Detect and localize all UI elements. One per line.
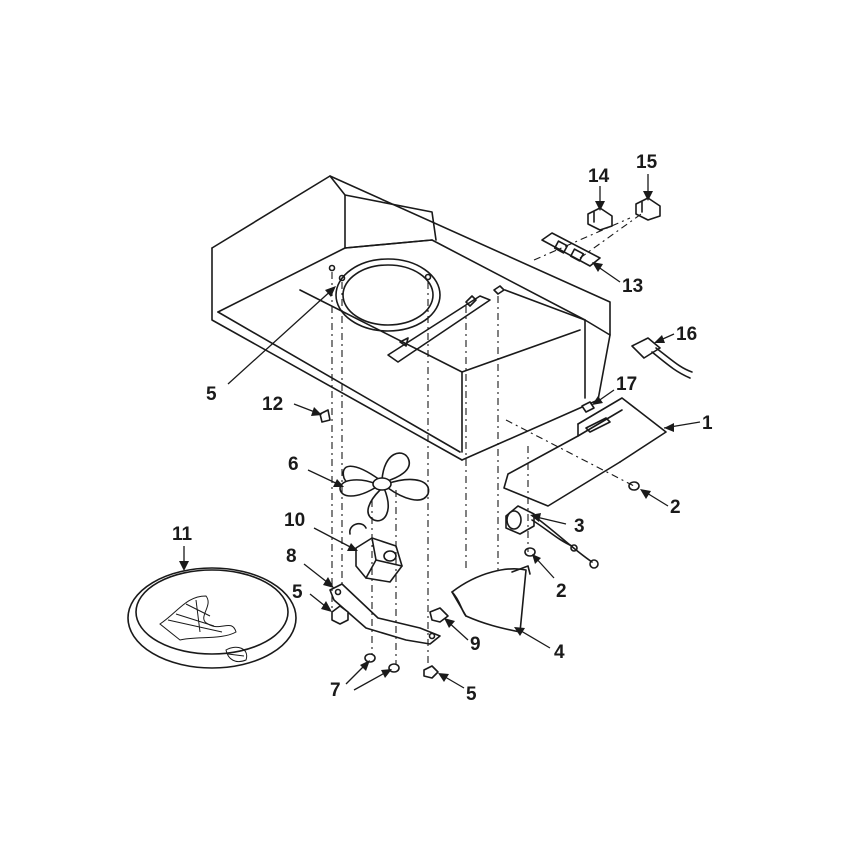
light-bracket-1 (503, 397, 667, 507)
callout-3: 3 (574, 516, 585, 537)
clip-12 (319, 409, 331, 423)
clip-9 (429, 607, 449, 623)
callout-8: 8 (286, 546, 297, 567)
callout-4: 4 (554, 642, 565, 663)
fan-blade-6 (339, 452, 430, 522)
glass-bowl-11 (127, 567, 297, 669)
screw-5-left (331, 605, 349, 625)
callout-5-left: 5 (292, 582, 303, 603)
callout-2-right: 2 (670, 497, 681, 518)
callout-5-bottom: 5 (466, 684, 477, 705)
light-lens-4 (451, 565, 531, 633)
switch-14 (587, 207, 613, 231)
callout-7: 7 (330, 680, 341, 701)
callout-5-upper: 5 (206, 384, 217, 405)
hood-housing (211, 175, 611, 461)
callout-2-lower: 2 (556, 581, 567, 602)
callout-1: 1 (702, 413, 713, 434)
callout-16: 16 (676, 324, 697, 345)
switch-plate (541, 232, 601, 267)
callout-14: 14 (588, 166, 610, 187)
leader-lines (179, 174, 701, 691)
callout-labels: 1 2 2 3 4 5 5 5 6 7 8 9 10 11 12 13 14 1… (172, 152, 713, 705)
screw-5-bottom (423, 665, 439, 679)
lamp-socket-3 (505, 505, 599, 569)
screw-17 (581, 401, 595, 413)
wire-connector-16 (631, 337, 693, 379)
callout-17: 17 (616, 374, 637, 395)
callout-13: 13 (622, 276, 643, 297)
motor-bracket-8 (329, 583, 441, 645)
callout-10: 10 (284, 510, 305, 531)
callout-9: 9 (470, 634, 481, 655)
fan-motor-10 (349, 522, 403, 583)
callout-15: 15 (636, 152, 658, 173)
nut-2-a (628, 481, 640, 491)
nut-7-b (388, 663, 400, 673)
callout-6: 6 (288, 454, 299, 475)
callout-12: 12 (262, 394, 283, 415)
assembly-lines (331, 211, 645, 665)
callout-11: 11 (172, 524, 193, 545)
switch-15 (635, 197, 661, 221)
nut-7-a (364, 653, 376, 663)
